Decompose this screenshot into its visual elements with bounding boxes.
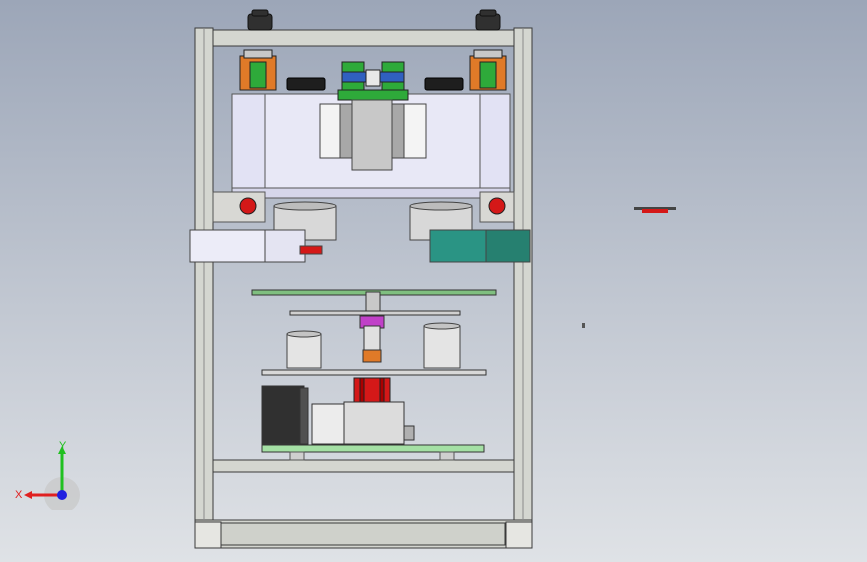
base-plate bbox=[261, 444, 485, 453]
top-clamps bbox=[286, 77, 464, 91]
red-rotor bbox=[353, 377, 391, 403]
triad-y-label: Y bbox=[59, 440, 67, 452]
lower-plate bbox=[261, 369, 487, 376]
detached-part-red bbox=[634, 207, 676, 213]
servo-motor-dark bbox=[261, 385, 305, 445]
red-indicator-left bbox=[239, 197, 257, 215]
orange-actuators bbox=[239, 49, 507, 91]
frame-base-inner bbox=[219, 522, 506, 546]
housing-side-left bbox=[212, 191, 266, 223]
red-indicator-right bbox=[488, 197, 506, 215]
machine-frame bbox=[194, 27, 533, 549]
red-indicators bbox=[239, 197, 506, 215]
turntable-assembly bbox=[251, 289, 497, 376]
mid-rail bbox=[189, 229, 531, 263]
center-gripper bbox=[337, 61, 409, 101]
cylinder-left bbox=[286, 333, 322, 369]
frame-foot-left bbox=[194, 521, 222, 549]
orange-coupler bbox=[362, 349, 382, 363]
clamp-left bbox=[286, 77, 326, 91]
frame-lower-beam bbox=[212, 459, 515, 473]
frame-top-beam bbox=[212, 29, 515, 47]
motor-housing-white bbox=[311, 403, 345, 445]
center-column bbox=[319, 99, 427, 171]
gripper-base bbox=[337, 89, 409, 101]
mid-cylinders bbox=[286, 322, 461, 369]
orientation-triad: Y X bbox=[15, 440, 80, 510]
triad-x-label: X bbox=[15, 489, 23, 501]
gearbox bbox=[343, 401, 405, 445]
clamp-right bbox=[424, 77, 464, 91]
cylinder-right bbox=[423, 325, 461, 369]
middle-plate bbox=[289, 310, 461, 316]
left-rail-block bbox=[189, 229, 266, 263]
detached-part-small bbox=[582, 323, 585, 328]
top-knobs bbox=[247, 9, 501, 31]
drive-unit bbox=[261, 385, 415, 445]
frame-foot-right bbox=[505, 521, 533, 549]
